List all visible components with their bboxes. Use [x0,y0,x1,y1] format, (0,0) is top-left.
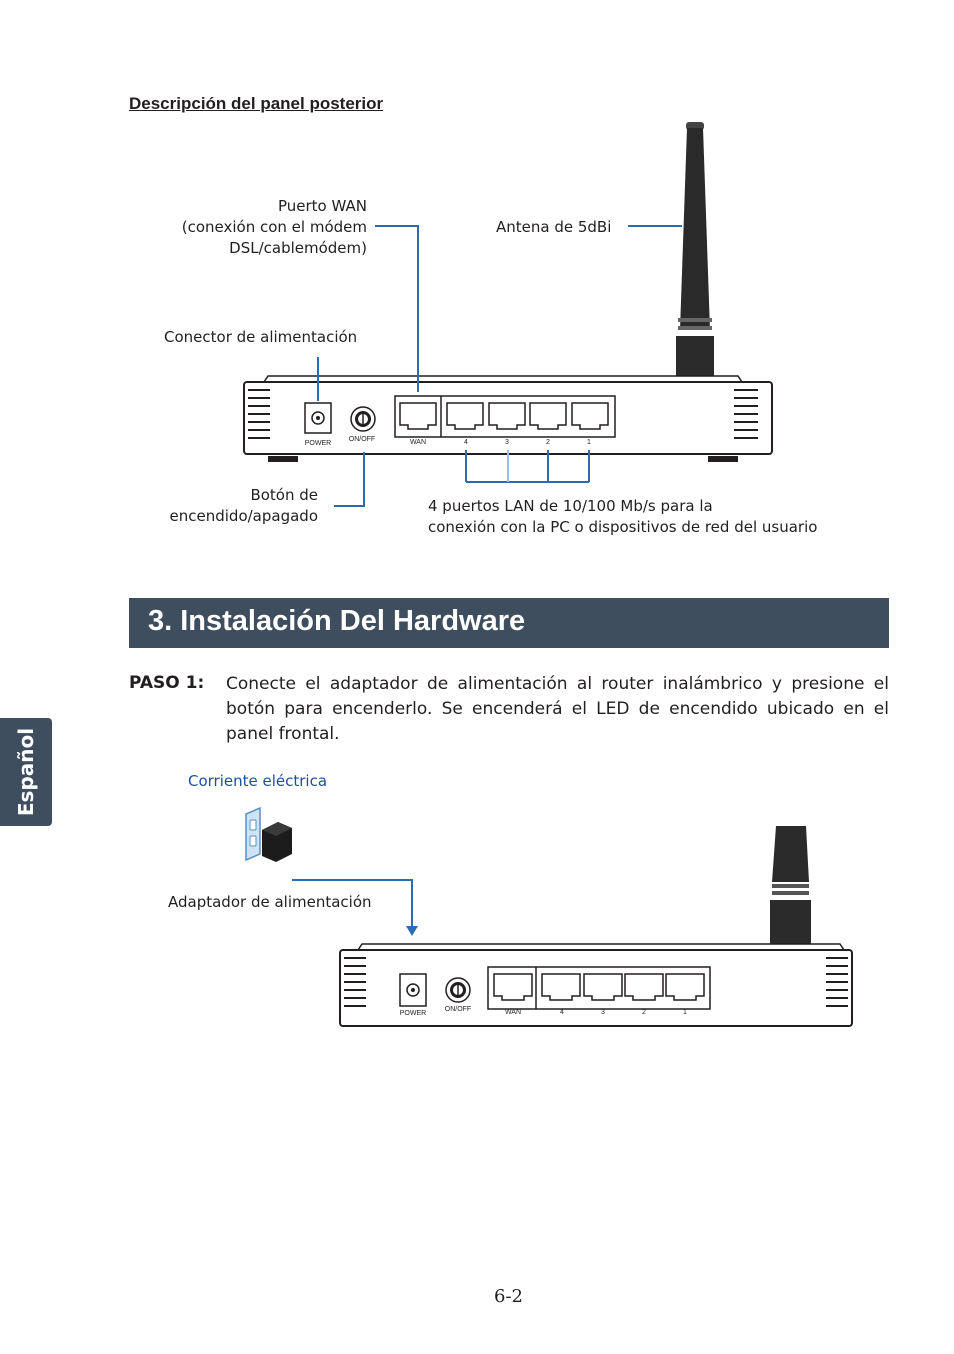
port-label-wan: WAN [410,439,426,446]
rear-panel-heading: Descripción del panel posterior [129,94,384,113]
power-button-line-2: encendido/apagado [169,507,318,525]
power-connector-label: Conector de alimentación [164,328,358,346]
port-label-wan-2: WAN [505,1009,521,1016]
power-button-line-1: Botón de [250,486,318,504]
power-outlet-label: Corriente eléctrica [188,772,328,790]
rear-panel-diagram: POWER ON/OFF WAN 4 3 2 1 [243,122,773,507]
port-label-power-2: POWER [400,1010,426,1017]
port-label-lan3-2: 3 [601,1009,605,1016]
page-number: 6-2 [494,1286,523,1307]
port-label-lan1-2: 1 [683,1009,687,1016]
callout-lines [317,225,682,507]
port-label-onoff-2: ON/OFF [445,1006,471,1013]
installation-diagram: POWER ON/OFF WAN 4 3 2 1 [245,806,853,1027]
wan-label-line-3: DSL/cablemódem) [229,239,367,257]
lan-label-line-1: 4 puertos LAN de 10/100 Mb/s para la [428,497,713,515]
port-label-lan4: 4 [464,439,468,446]
port-label-lan1: 1 [587,439,591,446]
language-side-tab: Español [0,718,52,826]
outlet-icon [245,806,261,862]
wan-label-line-1: Puerto WAN [277,197,367,215]
port-label-lan4-2: 4 [560,1009,564,1016]
lan-label-line-2: conexión con la PC o dispositivos de red… [428,518,818,536]
port-label-lan3: 3 [505,439,509,446]
antenna-label: Antena de 5dBi [496,218,612,236]
router-rear-body: POWER ON/OFF WAN 4 3 2 1 [243,375,773,462]
wan-port-label: Puerto WAN (conexión con el módem DSL/ca… [140,196,367,259]
section-banner: 3. Instalación Del Hardware [129,598,889,648]
section-title: 3. Instalación Del Hardware [148,605,526,637]
power-adapter-label: Adaptador de alimentación [168,893,372,911]
port-label-lan2: 2 [546,439,550,446]
port-label-power: POWER [305,440,331,447]
router-rear-body-2: POWER ON/OFF WAN 4 3 2 1 [339,943,853,1027]
step-1-tag: PASO 1: [129,673,205,693]
adapter-callout-line [292,879,413,928]
wan-label-line-2: (conexión con el módem [181,218,367,236]
power-adapter-icon [262,822,292,862]
step-1-text: Conecte el adaptador de alimentación al … [226,674,889,744]
port-label-onoff: ON/OFF [349,436,375,443]
lan-ports-label: 4 puertos LAN de 10/100 Mb/s para la con… [428,496,817,538]
port-label-lan2-2: 2 [642,1009,646,1016]
power-button-label: Botón de encendido/apagado [130,485,318,527]
